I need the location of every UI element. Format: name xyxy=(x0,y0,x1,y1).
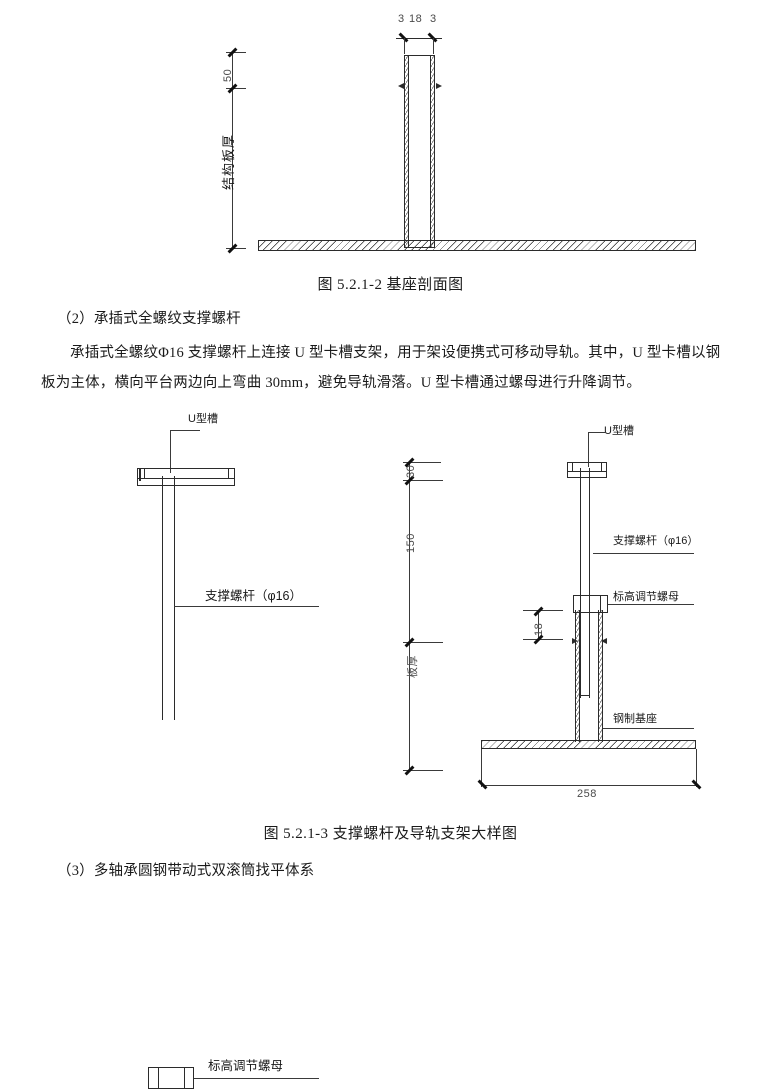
figure1-dim-50: 50 xyxy=(222,68,234,82)
body-paragraph-line-2: 板为主体，横向平台两边向上弯曲 30mm，避免导轨滑落。U 型卡槽通过螺母进行升… xyxy=(41,375,642,391)
left-view-leader-rod xyxy=(174,606,319,607)
dimchain-line xyxy=(409,462,410,770)
right-view-label-rod: 支撑螺杆（φ16） xyxy=(613,535,699,547)
right-view-leader-nut xyxy=(608,604,694,605)
figure1-ext-right xyxy=(433,38,434,54)
right-view-weld-arrow-right xyxy=(601,638,607,644)
right-view-width-dim-line xyxy=(481,785,697,786)
right-view-label-nut: 标高调节螺母 xyxy=(613,591,679,603)
left-view-leader-channel-h xyxy=(170,430,200,431)
figure-5-2-1-3-right-view: U型槽 支撑螺杆（φ16） 标高调节螺母 钢制基座 xyxy=(0,410,781,810)
figure1-ext-left xyxy=(404,38,405,54)
left-view-rod-line-right xyxy=(174,476,175,720)
right-view-adjust-nut xyxy=(573,595,608,613)
left-view-u-channel xyxy=(137,468,235,486)
figure1-top-dim-line xyxy=(396,38,442,39)
right-view-dim18-ext-top xyxy=(523,610,563,611)
section-heading-3: （3）多轴承圆钢带动式双滚筒找平体系 xyxy=(57,863,315,879)
figure2-caption: 图 5.2.1-3 支撑螺杆及导轨支架大样图 xyxy=(263,826,518,842)
right-view-label-u-channel: U型槽 xyxy=(604,425,634,437)
dimchain-ext-30 xyxy=(403,480,443,481)
figure-5-2-1-2: 3 18 3 50 结构板厚 图 5.2.1-2 基座剖面图 xyxy=(0,0,781,293)
left-view-channel-web xyxy=(137,478,235,479)
right-view-leader-channel-v xyxy=(588,432,589,467)
right-view-channel-web xyxy=(567,471,607,472)
figure1-column-wall-right xyxy=(430,55,435,248)
right-view-rod-in-sleeve xyxy=(589,610,590,695)
right-view-dim-18: 18 xyxy=(533,622,545,636)
right-view-leader-rod xyxy=(593,553,694,554)
right-view-width-ext-left xyxy=(481,749,482,787)
left-view-channel-lip-left xyxy=(144,468,145,478)
left-view-rod-line-left xyxy=(162,476,163,720)
right-view-leader-channel-h xyxy=(588,432,606,433)
left-view-leader-channel-v xyxy=(170,430,171,473)
right-view-weld-arrow-left xyxy=(572,638,578,644)
section-heading-2: （2）承插式全螺纹支撑螺杆 xyxy=(57,311,241,327)
left-view-label-nut: 标高调节螺母 xyxy=(208,1059,284,1073)
figure1-vext-top xyxy=(226,52,246,53)
right-view-channel-lip-left xyxy=(572,462,573,471)
right-view-dim18-line xyxy=(538,610,539,639)
right-view-width-ext-right xyxy=(696,749,697,787)
left-view-adjust-nut xyxy=(148,1067,194,1089)
right-view-channel-lip-right xyxy=(601,462,602,471)
figure-5-2-1-3-dimension-chain: 30 150 板厚 xyxy=(0,410,470,810)
left-view-nut-face-2 xyxy=(184,1067,185,1089)
dimchain-ext-bottom xyxy=(403,770,443,771)
figure1-weld-arrow-left xyxy=(398,83,404,89)
left-view-channel-top xyxy=(139,468,141,481)
figure1-vert-dim-line xyxy=(232,52,233,248)
right-view-dim-258: 258 xyxy=(577,788,597,800)
right-view-rod-line-left xyxy=(580,468,581,698)
dimchain-ext-150-bot xyxy=(403,642,443,643)
right-view-rod-line-right xyxy=(589,468,590,698)
body-paragraph-line-1: 承插式全螺纹Φ16 支撑螺杆上连接 U 型卡槽支架，用于架设便携式可移动导轨。其… xyxy=(70,345,721,361)
figure1-label-slab-thickness: 结构板厚 xyxy=(221,133,236,190)
right-view-base-wall-left xyxy=(575,610,580,742)
right-view-rod-end xyxy=(580,695,590,696)
figure1-caption: 图 5.2.1-2 基座剖面图 xyxy=(317,277,464,293)
right-view-base-wall-right xyxy=(598,610,603,742)
right-view-nut-face-1 xyxy=(580,595,581,613)
figure1-column-wall-left xyxy=(404,55,409,248)
figure1-vext-mid xyxy=(226,88,246,89)
left-view-label-rod: 支撑螺杆（φ16） xyxy=(205,589,303,603)
figure1-weld-arrow-right xyxy=(436,83,442,89)
left-view-channel-lip-right xyxy=(228,468,229,478)
right-view-structural-slab xyxy=(481,740,696,749)
right-view-label-steel-base: 钢制基座 xyxy=(613,713,657,725)
right-view-u-channel xyxy=(567,462,607,478)
left-view-label-u-channel: U型槽 xyxy=(188,413,218,425)
figure1-dim-3-left: 3 xyxy=(398,13,405,25)
right-view-leader-base xyxy=(603,728,694,729)
figure1-structural-slab xyxy=(258,240,696,251)
figure1-vext-bot xyxy=(226,248,246,249)
left-view-leader-nut xyxy=(194,1078,319,1079)
left-view-nut-face-1 xyxy=(158,1067,159,1089)
right-view-nut-face-2 xyxy=(600,595,601,613)
right-view-dim18-ext-bot xyxy=(523,639,563,640)
dimchain-ext-top xyxy=(403,462,441,463)
figure1-dim-18: 18 xyxy=(409,13,423,25)
figure1-dim-3-right: 3 xyxy=(430,13,437,25)
